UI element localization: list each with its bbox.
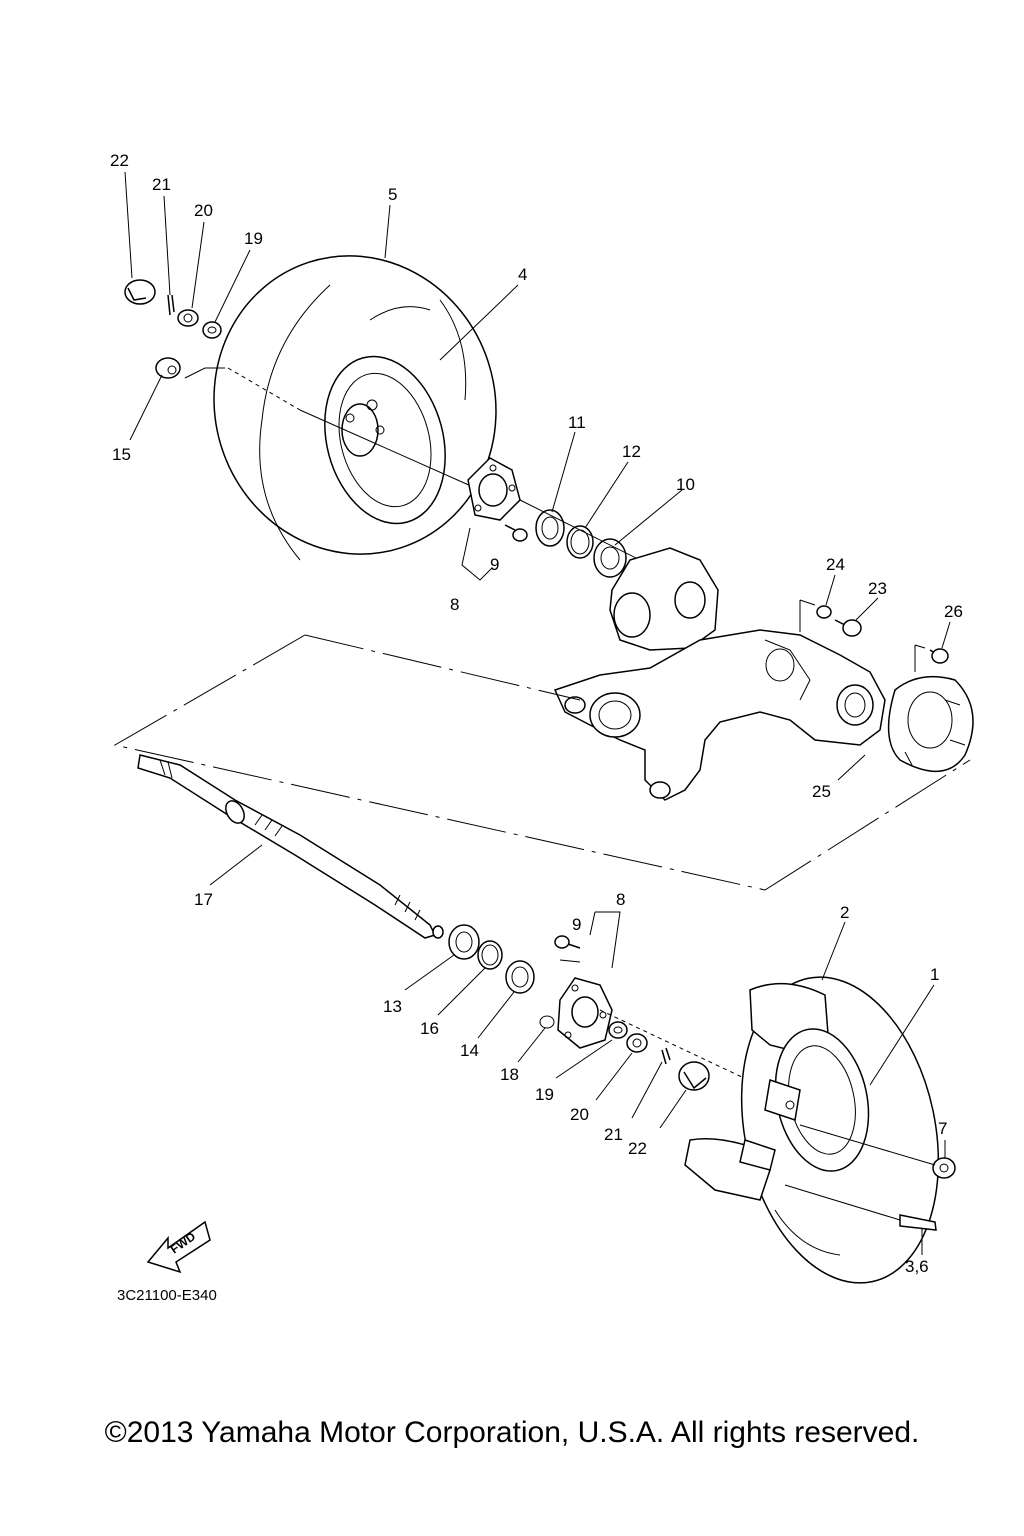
- callout-26: 26: [944, 602, 963, 621]
- callout-1: 1: [930, 965, 939, 984]
- callout-7: 7: [938, 1119, 947, 1138]
- callout-12: 12: [622, 442, 641, 461]
- washer-lower: [608, 1021, 628, 1039]
- diagram-code: 3C21100-E340: [117, 1287, 217, 1304]
- wheel-hub-lower: [557, 977, 613, 1049]
- axle-nut-upper: [177, 309, 199, 327]
- tire-valve: [899, 1214, 937, 1231]
- callout-11: 11: [568, 413, 586, 432]
- callout-22-top: 22: [110, 151, 129, 170]
- forward-direction-arrow: FWD: [146, 1220, 211, 1274]
- axle-nut-cap-lower: [678, 1061, 710, 1091]
- axle-nut-lower: [626, 1033, 648, 1053]
- washer-24: [816, 605, 832, 619]
- callout-13: 13: [383, 997, 402, 1016]
- callout-21-bot: 21: [604, 1125, 623, 1144]
- callout-8-top: 8: [450, 595, 459, 614]
- callout-14: 14: [460, 1041, 479, 1060]
- stud-bolt-lower: [554, 935, 581, 949]
- callout-16: 16: [420, 1019, 439, 1038]
- callout-9-bot: 9: [572, 915, 581, 934]
- bolt-26: [929, 648, 949, 664]
- washer-upper: [202, 321, 222, 339]
- callout-19-bot: 19: [535, 1085, 554, 1104]
- leader-lines: [124, 171, 951, 1255]
- callout-25: 25: [812, 782, 831, 801]
- callout-8-bot: 8: [616, 890, 625, 909]
- cotter-pin-upper: [167, 294, 175, 316]
- copyright-notice: ©2013 Yamaha Motor Corporation, U.S.A. A…: [104, 1416, 920, 1449]
- callout-5: 5: [388, 185, 397, 204]
- callout-24: 24: [826, 555, 845, 574]
- bolt-23: [834, 619, 862, 637]
- bearing-13: [448, 924, 480, 960]
- callout-20-top: 20: [194, 201, 213, 220]
- callout-18: 18: [500, 1065, 519, 1084]
- o-ring-18: [539, 1015, 555, 1029]
- callout-17: 17: [194, 890, 213, 909]
- callout-10: 10: [676, 475, 695, 494]
- callout-2: 2: [840, 903, 849, 922]
- callout-20-bot: 20: [570, 1105, 589, 1124]
- callout-19-top: 19: [244, 229, 263, 248]
- wheel-nut-7: [932, 1157, 956, 1179]
- callout-9-top: 9: [490, 555, 499, 574]
- callout-23: 23: [868, 579, 887, 598]
- circlip-16: [477, 940, 503, 970]
- callout-22-bot: 22: [628, 1139, 647, 1158]
- oil-seal-14: [505, 960, 535, 994]
- wheel-rim-lower: [739, 1028, 870, 1172]
- axle-nut-cap-upper: [124, 279, 156, 305]
- splash-plate-25: [887, 675, 974, 773]
- cotter-pin-lower: [661, 1047, 671, 1065]
- callout-3-6: 3,6: [905, 1257, 929, 1276]
- callout-21-top: 21: [152, 175, 171, 194]
- circlip-12: [566, 525, 594, 559]
- callout-4: 4: [518, 265, 527, 284]
- rear-arm-assembly: [553, 547, 886, 801]
- stud-bolt-upper: [504, 524, 528, 542]
- wheel-nut-15: [155, 357, 181, 379]
- callout-15: 15: [112, 445, 131, 464]
- wheel-rim-upper: [324, 355, 446, 525]
- rear-axle-shaft: [137, 754, 444, 939]
